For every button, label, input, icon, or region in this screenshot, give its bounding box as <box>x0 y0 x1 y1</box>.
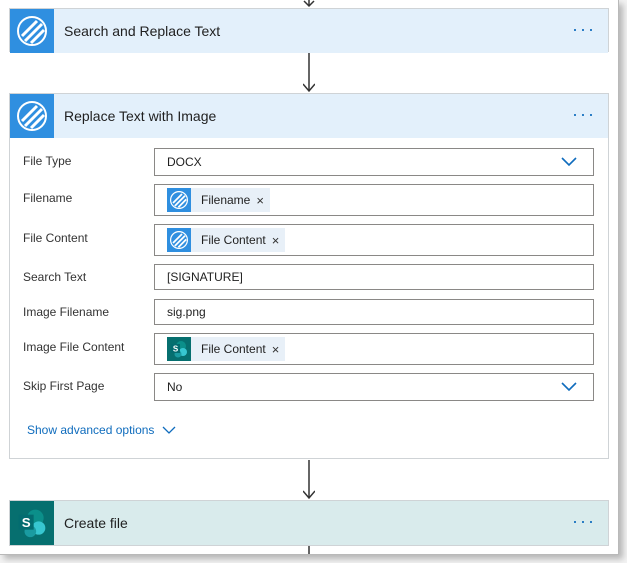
input-value: sig.png <box>167 305 206 319</box>
card-header[interactable]: Search and Replace Text ··· <box>10 9 608 53</box>
card-title: Create file <box>64 515 128 531</box>
chevron-down-icon <box>561 157 577 167</box>
more-options-icon[interactable]: ··· <box>572 511 596 531</box>
stripes-logo-icon <box>167 228 191 252</box>
card-title: Replace Text with Image <box>64 108 217 124</box>
field-image-file-content: Image File Content S File Content × <box>10 333 608 365</box>
action-card-replace-image: Replace Text with Image ··· File Type DO… <box>9 93 609 459</box>
token-chip[interactable]: File Content × <box>167 228 286 252</box>
sharepoint-letter: S <box>22 515 31 530</box>
card-title: Search and Replace Text <box>64 23 221 39</box>
chevron-down-icon <box>561 382 577 392</box>
image-filename-input[interactable]: sig.png <box>154 299 594 325</box>
field-search-text: Search Text [SIGNATURE] <box>10 264 608 292</box>
stripes-logo-icon <box>10 9 54 53</box>
field-label: File Type <box>23 154 72 168</box>
connector-line-bottom <box>308 546 310 554</box>
chip-label: Filename <box>201 193 251 207</box>
field-label: Filename <box>23 191 73 205</box>
sharepoint-letter: S <box>173 345 179 354</box>
chevron-down-icon <box>162 426 176 434</box>
stripes-logo-icon <box>167 188 191 212</box>
input-value: [SIGNATURE] <box>167 270 243 284</box>
advanced-label: Show advanced options <box>27 423 155 437</box>
field-image-filename: Image Filename sig.png <box>10 299 608 327</box>
field-filename: Filename Filename × <box>10 184 608 216</box>
field-label: Search Text <box>23 270 87 284</box>
dropdown-value: DOCX <box>167 155 202 169</box>
file-content-input[interactable]: File Content × <box>154 224 594 256</box>
connector-arrow <box>303 460 315 500</box>
file-type-dropdown[interactable]: DOCX <box>154 148 594 176</box>
action-card-search-replace[interactable]: Search and Replace Text ··· <box>9 8 609 53</box>
token-chip[interactable]: S File Content × <box>167 337 286 361</box>
close-icon[interactable]: × <box>271 232 280 248</box>
card-header[interactable]: S Create file ··· <box>10 501 608 545</box>
search-text-input[interactable]: [SIGNATURE] <box>154 264 594 290</box>
field-label: Image File Content <box>23 340 125 354</box>
token-chip[interactable]: Filename × <box>167 188 270 212</box>
show-advanced-options-link[interactable]: Show advanced options <box>27 423 176 437</box>
field-label: File Content <box>23 231 88 245</box>
sharepoint-icon: S <box>167 337 191 361</box>
field-file-content: File Content File Content × <box>10 224 608 256</box>
dropdown-value: No <box>167 380 183 394</box>
field-skip-first-page: Skip First Page No <box>10 373 608 401</box>
filename-input[interactable]: Filename × <box>154 184 594 216</box>
image-file-content-input[interactable]: S File Content × <box>154 333 594 365</box>
sharepoint-icon: S <box>10 501 54 545</box>
close-icon[interactable]: × <box>271 341 280 357</box>
skip-first-page-dropdown[interactable]: No <box>154 373 594 401</box>
more-options-icon[interactable]: ··· <box>572 19 596 39</box>
action-card-create-file[interactable]: S Create file ··· <box>9 500 609 546</box>
stripes-logo-icon <box>10 94 54 138</box>
close-icon[interactable]: × <box>256 192 264 208</box>
field-label: Image Filename <box>23 305 110 319</box>
more-options-icon[interactable]: ··· <box>572 104 596 124</box>
chip-label: File Content <box>201 233 266 247</box>
card-header[interactable]: Replace Text with Image ··· <box>10 94 608 138</box>
field-file-type: File Type DOCX <box>10 148 608 176</box>
chip-label: File Content <box>201 342 266 356</box>
field-label: Skip First Page <box>23 379 105 393</box>
connector-arrow <box>303 53 315 93</box>
connector-arrow-top <box>303 0 315 8</box>
flow-canvas: Search and Replace Text ··· Replace Text… <box>0 0 619 555</box>
